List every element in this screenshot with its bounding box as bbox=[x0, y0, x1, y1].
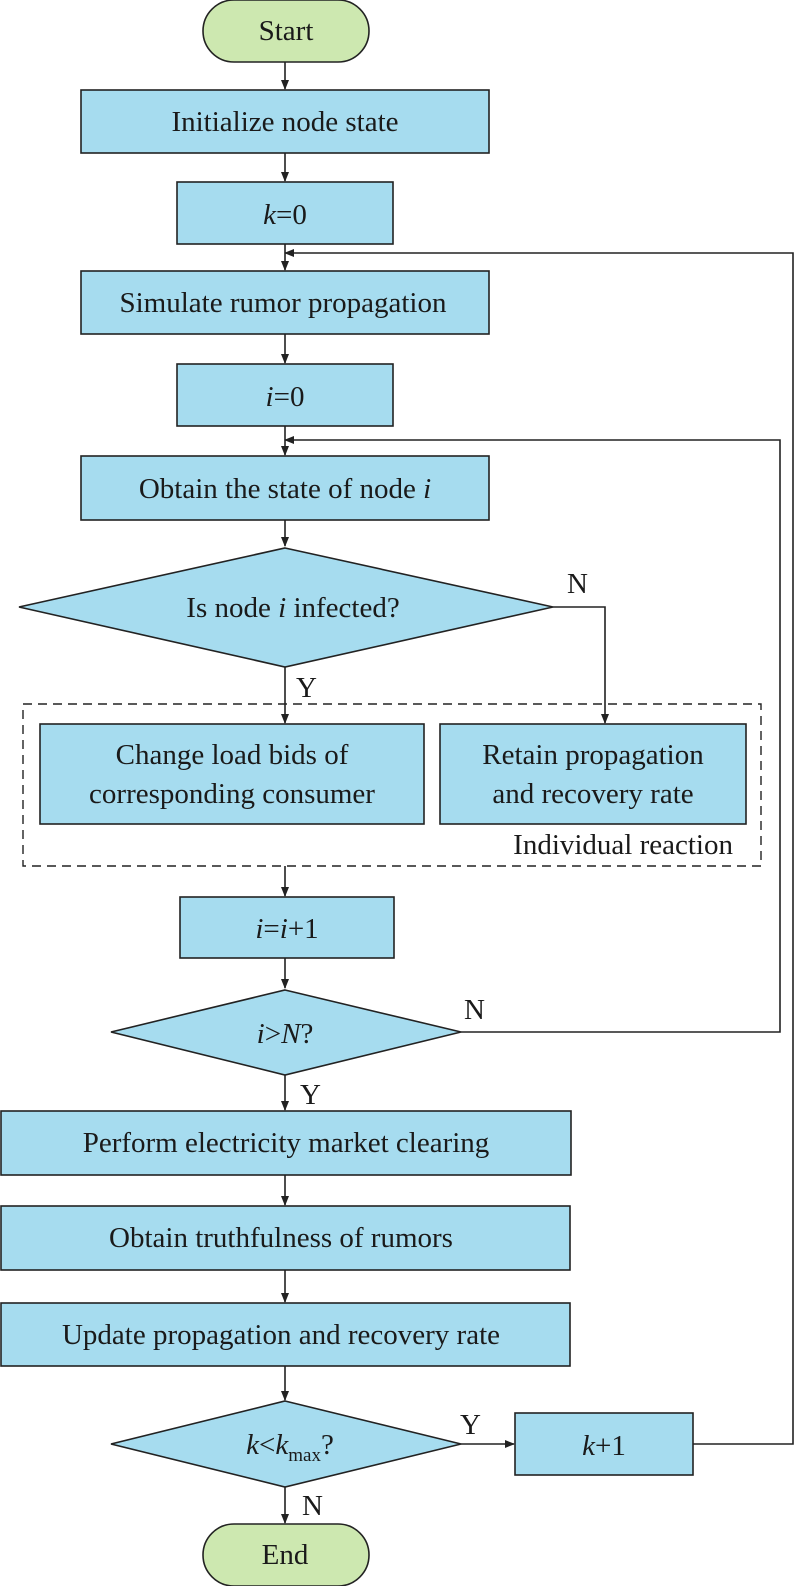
increment-i-label: i=i+1 bbox=[255, 913, 318, 945]
change-load-bids-line2: corresponding consumer bbox=[89, 778, 375, 810]
i-zero-label: i=0 bbox=[266, 381, 305, 413]
infected-decision-label: Is node i infected? bbox=[186, 592, 399, 624]
infected-decision bbox=[18, 547, 554, 668]
edge-check-no-loop bbox=[284, 436, 781, 1033]
simulate-rumor-box bbox=[80, 270, 490, 335]
edge-infected-no bbox=[553, 606, 609, 724]
change-load-bids-line1: Change load bids of bbox=[116, 739, 349, 771]
start-terminal bbox=[202, 0, 370, 63]
retain-rate-line1: Retain propagation bbox=[482, 739, 704, 771]
obtain-state-box bbox=[80, 455, 490, 521]
end-terminal bbox=[202, 1523, 370, 1586]
edges bbox=[281, 62, 794, 1524]
edge-kplus-loop bbox=[284, 249, 794, 1445]
i-greater-n-decision bbox=[110, 989, 462, 1076]
k-plus-one-box bbox=[514, 1412, 694, 1476]
k-less-kmax-decision bbox=[110, 1400, 462, 1488]
i-greater-n-label: i>N? bbox=[257, 1018, 314, 1050]
i-zero-box bbox=[176, 363, 394, 427]
group-label: Individual reaction bbox=[513, 829, 733, 861]
market-clearing-box bbox=[0, 1110, 572, 1176]
k-less-kmax-label: k<kmax? bbox=[246, 1429, 334, 1466]
simulate-rumor-label: Simulate rumor propagation bbox=[120, 287, 447, 319]
infected-no-label: N bbox=[567, 568, 588, 600]
truthfulness-box bbox=[0, 1205, 571, 1271]
market-clearing-label: Perform electricity market clearing bbox=[83, 1127, 490, 1159]
k-zero-box bbox=[176, 181, 394, 245]
update-rate-box bbox=[0, 1302, 571, 1367]
initialize-node-state-label: Initialize node state bbox=[171, 106, 398, 138]
change-load-bids-box bbox=[39, 723, 425, 825]
start-label: Start bbox=[259, 15, 314, 47]
i-greater-n-no-label: N bbox=[464, 994, 485, 1026]
end-label: End bbox=[262, 1539, 309, 1571]
obtain-state-label: Obtain the state of node i bbox=[139, 473, 431, 505]
infected-yes-label: Y bbox=[296, 672, 317, 704]
truthfulness-label: Obtain truthfulness of rumors bbox=[109, 1222, 453, 1254]
i-greater-n-yes-label: Y bbox=[300, 1079, 321, 1111]
k-no-label: N bbox=[302, 1490, 323, 1522]
increment-i-box bbox=[179, 896, 395, 959]
initialize-node-state-box bbox=[80, 89, 490, 154]
retain-rate-box bbox=[439, 723, 747, 825]
k-yes-label: Y bbox=[460, 1409, 481, 1441]
update-rate-label: Update propagation and recovery rate bbox=[62, 1319, 500, 1351]
individual-reaction-group bbox=[22, 703, 762, 867]
retain-rate-line2: and recovery rate bbox=[492, 778, 693, 810]
k-zero-label: k=0 bbox=[263, 199, 307, 231]
k-plus-one-label: k+1 bbox=[582, 1430, 626, 1462]
